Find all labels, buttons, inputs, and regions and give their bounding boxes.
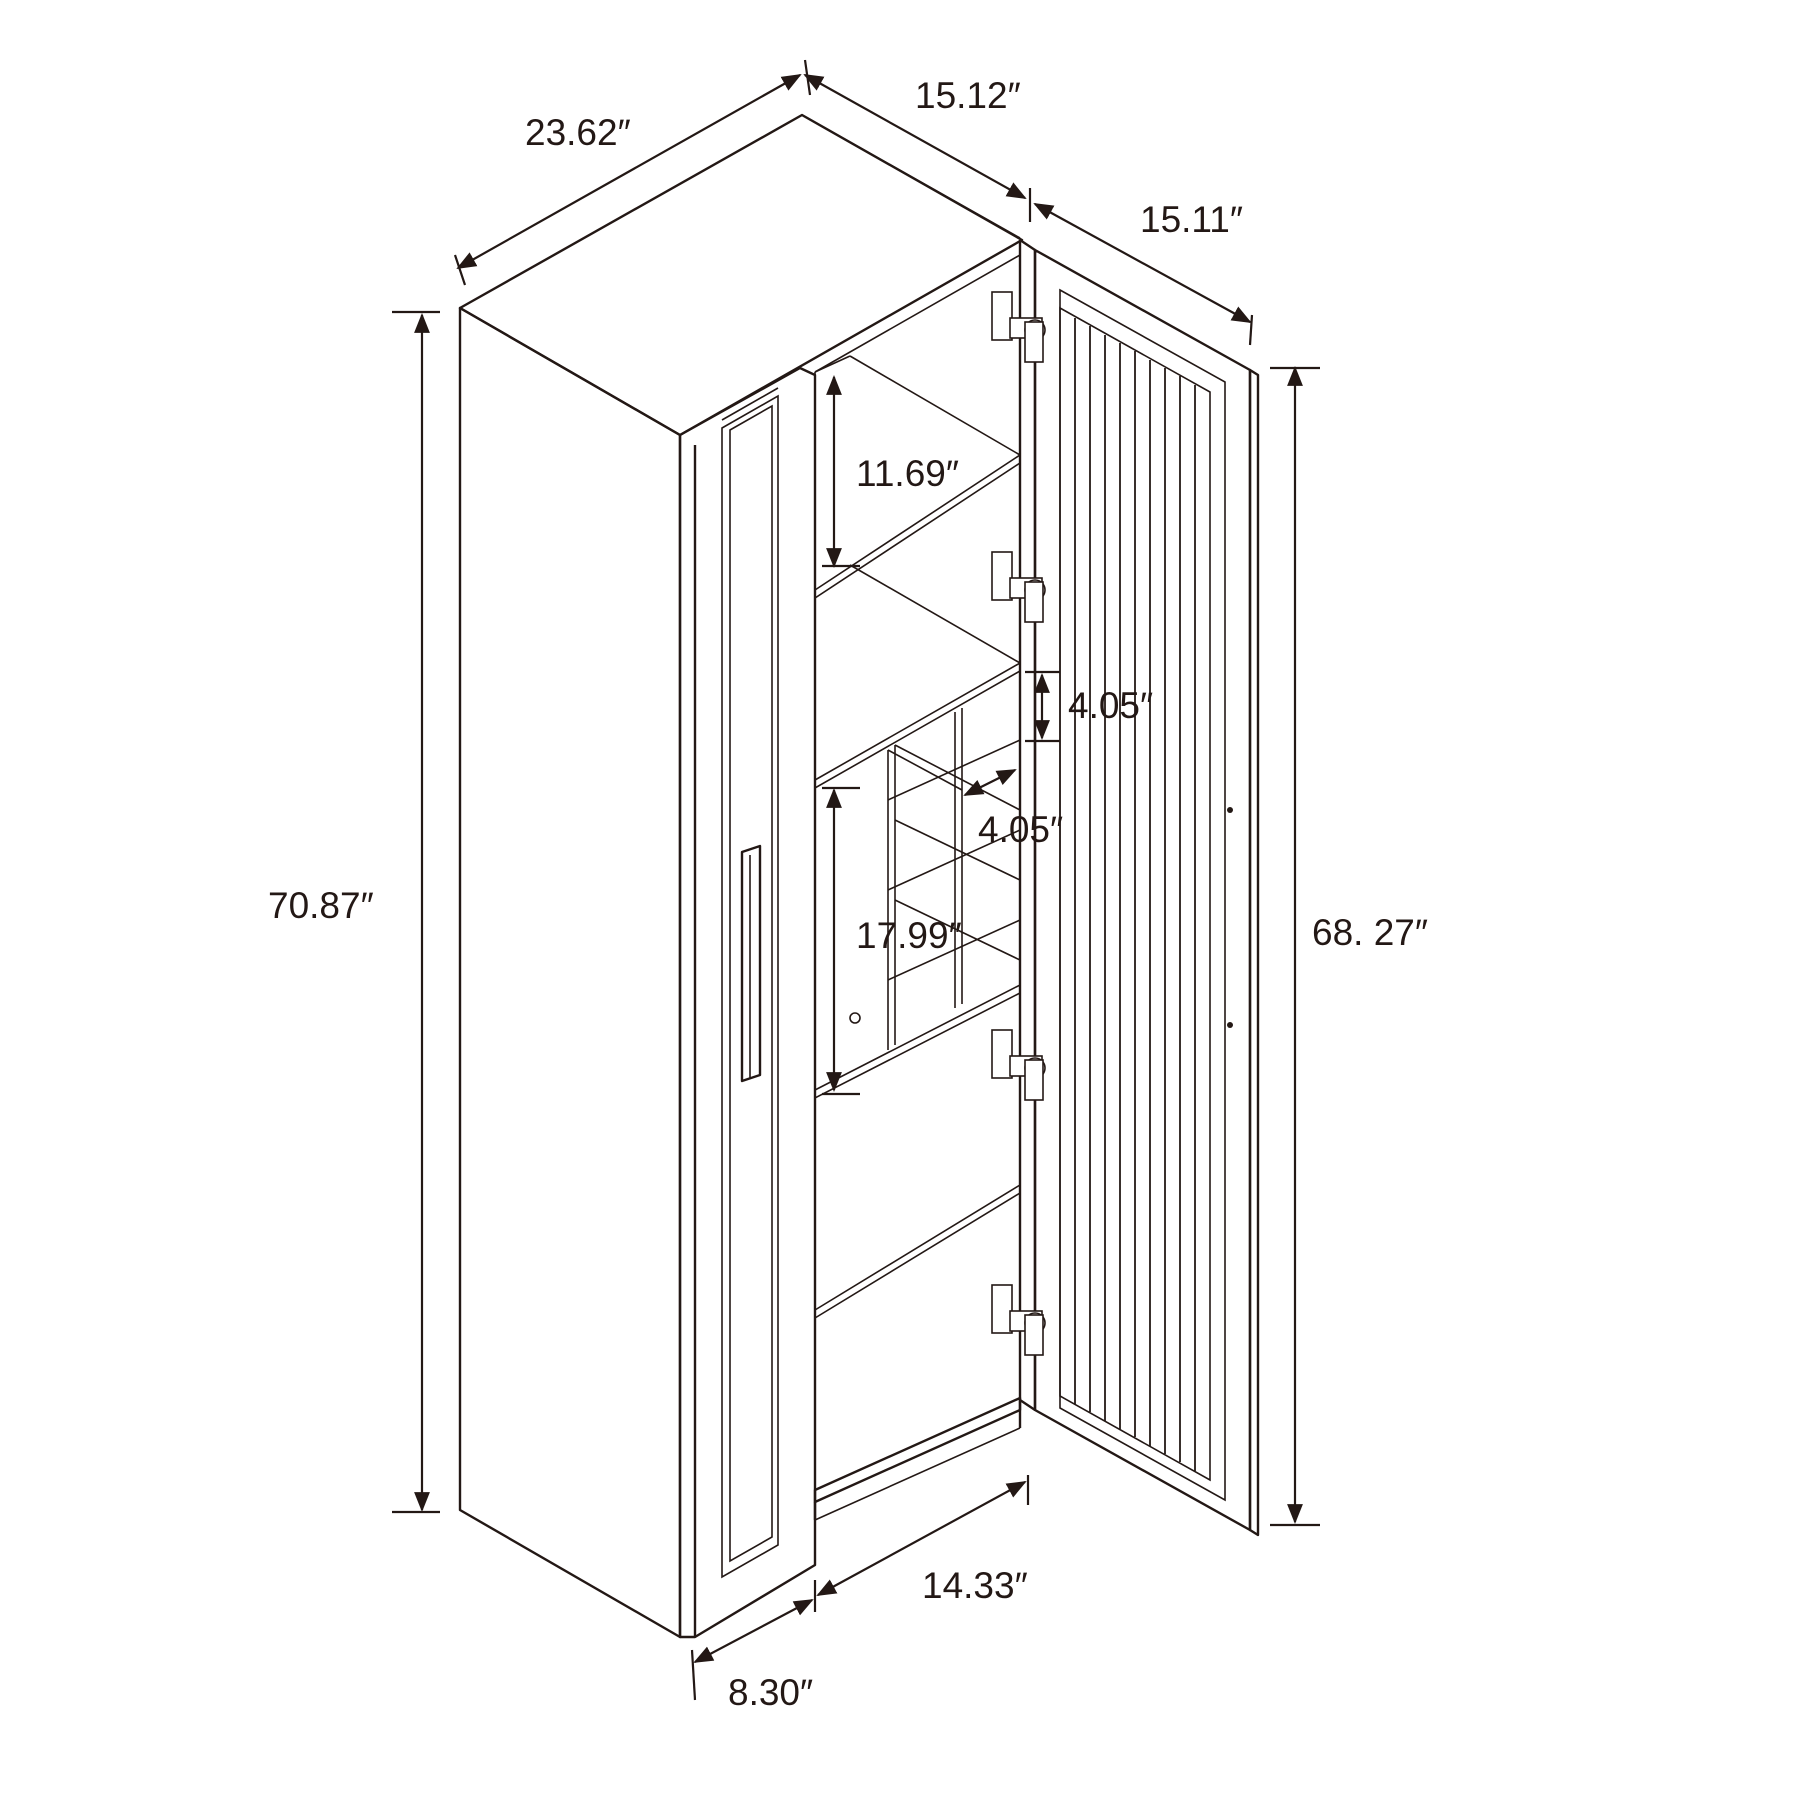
hinge-3	[991, 1029, 1046, 1101]
door-height-label: 68. 27″	[1312, 912, 1428, 953]
hinge-2	[991, 551, 1046, 623]
top-shelf-gap-label: 11.69″	[856, 453, 959, 494]
total-height-label: 70.87″	[268, 885, 374, 926]
inner-width-label: 8.30″	[728, 1672, 813, 1713]
dimension-lines	[392, 59, 1320, 1701]
interior	[814, 254, 1021, 1490]
open-door	[1033, 248, 1260, 1537]
wine-rack	[849, 708, 1021, 1050]
total-width-label: 23.62″	[525, 112, 631, 153]
door-slats	[1074, 318, 1196, 1471]
closed-door	[678, 366, 817, 1639]
wine-cell-width-label: 4.05″	[978, 809, 1063, 850]
inner-depth-label: 14.33″	[922, 1565, 1028, 1606]
door-width-label: 15.11″	[1140, 199, 1243, 240]
depth-label: 15.12″	[915, 75, 1021, 116]
wine-cell-height-label: 4.05″	[1068, 685, 1153, 726]
door-handle	[740, 844, 762, 1083]
hinge-1	[991, 291, 1046, 363]
cabinet-body	[458, 113, 1037, 1639]
middle-gap-label: 17.99″	[856, 915, 962, 956]
hinge-4	[991, 1284, 1046, 1356]
